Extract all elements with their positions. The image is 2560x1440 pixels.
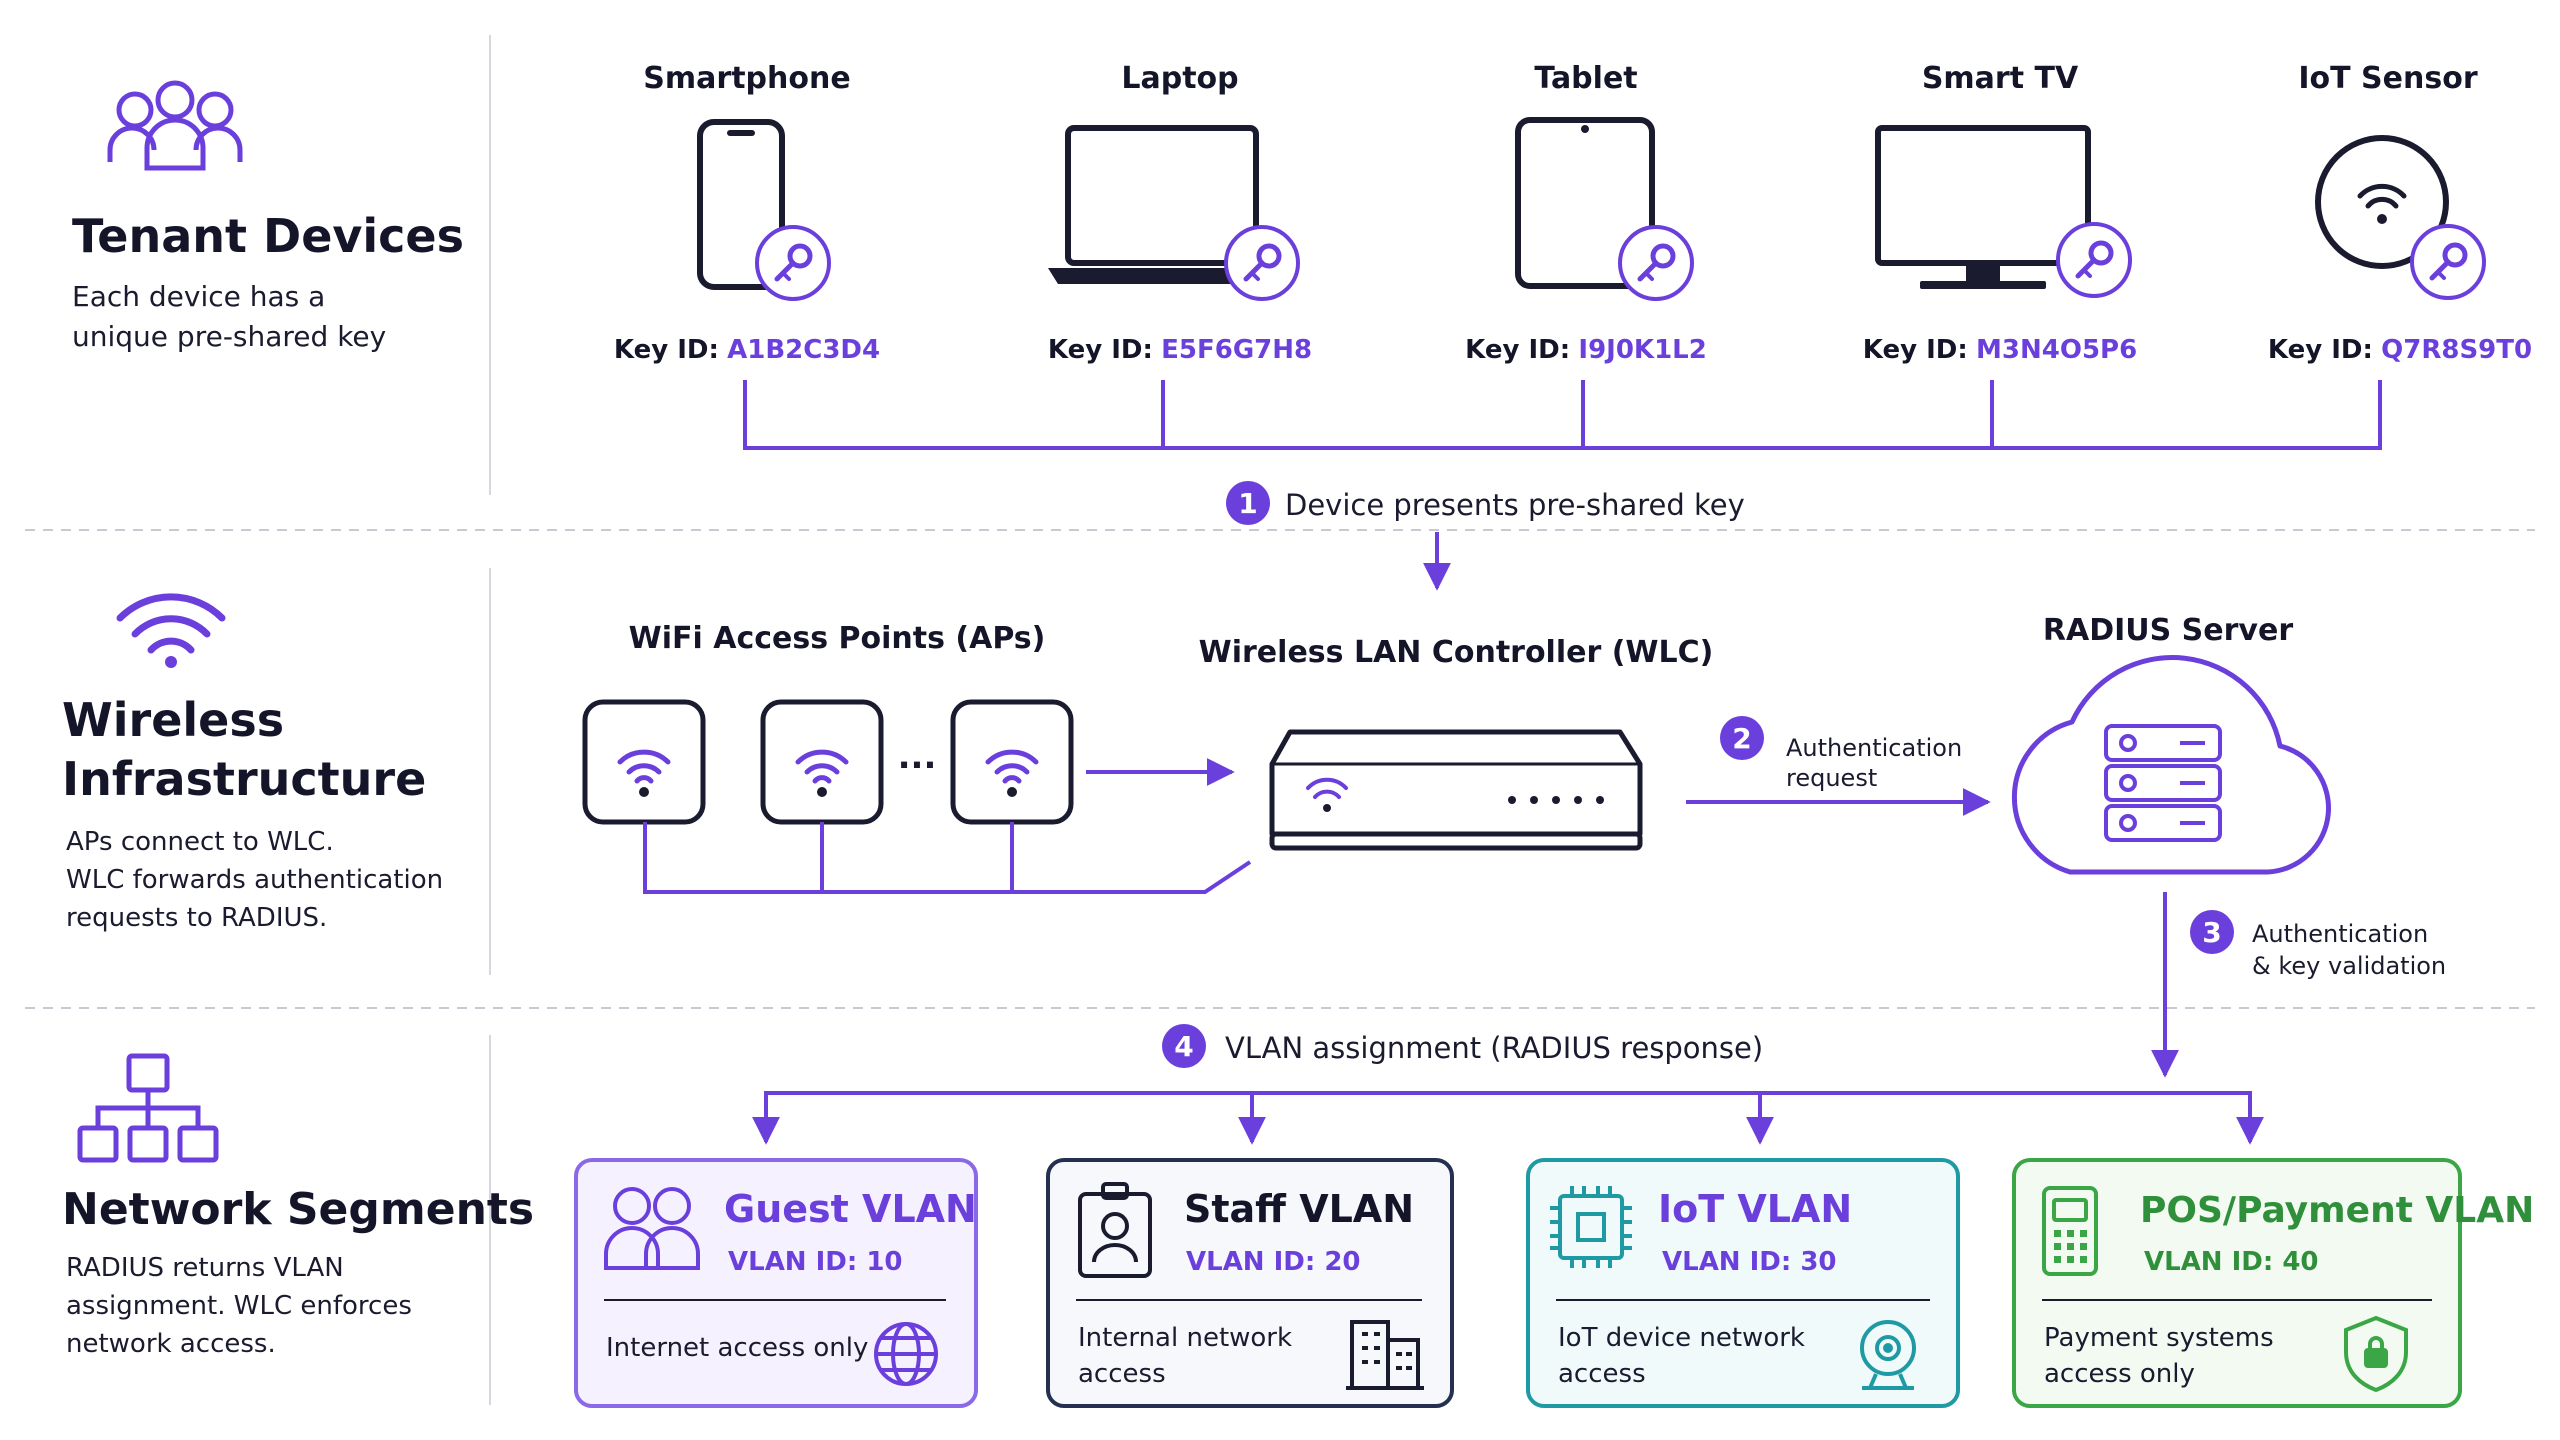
device-smart-tv: Smart TV Key ID: M3N4O5P6 <box>1863 61 2137 365</box>
wireless-title: Wireless <box>62 693 284 747</box>
shield-lock-icon <box>2344 1315 2408 1393</box>
device-iot-sensor: IoT Sensor Key ID: Q7R8S9T0 <box>2268 61 2532 365</box>
server-icon <box>2104 724 2222 842</box>
tablet-icon <box>1515 117 1655 289</box>
key-icon <box>2412 226 2484 298</box>
users-icon <box>107 80 243 171</box>
sensor-icon <box>2315 135 2449 269</box>
device-laptop: Laptop Key ID: E5F6G7H8 <box>1048 61 1312 365</box>
ap-ellipsis: ... <box>898 737 937 777</box>
vlan-id: VLAN ID: 20 <box>1186 1247 1361 1277</box>
step-label: request <box>1786 764 1877 792</box>
vlan-title: IoT VLAN <box>1658 1187 1852 1231</box>
svg-text:1: 1 <box>1238 487 1257 520</box>
vlan-desc: Internal network <box>1078 1323 1292 1353</box>
vlan-desc: Payment systems <box>2044 1323 2274 1353</box>
vlan-card-staff: Staff VLAN VLAN ID: 20 Internal network … <box>1046 1158 1454 1408</box>
device-bus-connector <box>743 380 2382 450</box>
vlan-title: Staff VLAN <box>1184 1187 1414 1231</box>
wireless-desc: requests to RADIUS. <box>66 903 327 933</box>
network-tree-icon <box>77 1053 219 1163</box>
wifi-icon <box>1306 777 1348 812</box>
wireless-title: Infrastructure <box>62 752 426 806</box>
aps-label: WiFi Access Points (APs) <box>629 621 1046 656</box>
step-label: Device presents pre-shared key <box>1285 488 1745 522</box>
vlan-desc: access <box>1078 1359 1166 1389</box>
device-key: Key ID: I9J0K1L2 <box>1465 335 1707 365</box>
users-icon <box>604 1187 700 1270</box>
key-icon <box>2058 224 2130 296</box>
vlan-title: POS/Payment VLAN <box>2140 1190 2534 1231</box>
network-desc: RADIUS returns VLAN <box>66 1253 344 1283</box>
step-label: VLAN assignment (RADIUS response) <box>1225 1031 1763 1065</box>
device-name: Smart TV <box>1922 61 2079 96</box>
svg-text:3: 3 <box>2202 916 2221 949</box>
network-title: Network Segments <box>62 1184 534 1235</box>
wifi-icon <box>116 593 226 668</box>
step-1: 1 Device presents pre-shared key <box>1226 481 1745 525</box>
id-badge-icon <box>1078 1182 1152 1278</box>
device-key: Key ID: E5F6G7H8 <box>1048 335 1312 365</box>
network-desc: assignment. WLC enforces <box>66 1291 412 1321</box>
vlan-card-guest: Guest VLAN VLAN ID: 10 Internet access o… <box>574 1158 978 1408</box>
vlan-id: VLAN ID: 40 <box>2144 1247 2319 1277</box>
radius-label: RADIUS Server <box>2043 613 2293 648</box>
tenant-title: Tenant Devices <box>72 209 464 263</box>
vlan-card-iot: IoT VLAN VLAN ID: 30 IoT device network … <box>1526 1158 1960 1408</box>
vlan-desc: access <box>1558 1359 1646 1389</box>
key-icon <box>757 227 829 299</box>
wireless-desc: WLC forwards authentication <box>66 865 443 895</box>
vlan-desc: IoT device network <box>1558 1323 1805 1353</box>
vlan-desc: Internet access only <box>606 1333 868 1363</box>
vlan-desc: access only <box>2044 1359 2195 1389</box>
pos-terminal-icon <box>2042 1186 2098 1276</box>
tenant-desc: unique pre-shared key <box>72 320 386 353</box>
device-name: IoT Sensor <box>2298 61 2477 96</box>
laptop-icon <box>1048 125 1276 284</box>
device-tablet: Tablet Key ID: I9J0K1L2 <box>1465 61 1707 365</box>
device-name: Smartphone <box>643 61 850 96</box>
key-icon <box>1620 227 1692 299</box>
step-label: & key validation <box>2252 952 2446 980</box>
vlan-title: Guest VLAN <box>724 1187 977 1231</box>
device-name: Tablet <box>1534 61 1637 96</box>
key-icon <box>1226 227 1298 299</box>
vlan-card-pos: POS/Payment VLAN VLAN ID: 40 Payment sys… <box>2012 1158 2534 1408</box>
device-name: Laptop <box>1121 61 1238 96</box>
smartphone-icon <box>697 119 785 290</box>
step-3: 3 Authentication & key validation <box>2190 910 2446 980</box>
access-point <box>950 699 1074 825</box>
device-key: Key ID: Q7R8S9T0 <box>2268 335 2532 365</box>
step-label: Authentication <box>1786 734 1962 762</box>
chip-icon <box>1550 1186 1632 1268</box>
vlan-distribution-connector <box>752 1091 2264 1145</box>
tv-icon <box>1875 125 2091 289</box>
building-icon <box>1346 1320 1424 1390</box>
access-point <box>582 699 706 825</box>
vlan-id: VLAN ID: 10 <box>728 1247 903 1277</box>
globe-icon <box>874 1322 938 1386</box>
ap-uplink-connector <box>643 822 1252 894</box>
status-lights <box>1508 796 1604 804</box>
step-2: 2 Authentication request <box>1720 716 1962 792</box>
access-point <box>760 699 884 825</box>
svg-text:4: 4 <box>1174 1030 1193 1063</box>
step-label: Authentication <box>2252 920 2428 948</box>
device-key: Key ID: A1B2C3D4 <box>614 335 880 365</box>
svg-text:2: 2 <box>1732 722 1751 755</box>
vlan-id: VLAN ID: 30 <box>1662 1247 1837 1277</box>
radius-cloud-icon <box>2011 655 2331 875</box>
wlc-label: Wireless LAN Controller (WLC) <box>1199 635 1714 670</box>
device-key: Key ID: M3N4O5P6 <box>1863 335 2137 365</box>
tenant-desc: Each device has a <box>72 280 325 313</box>
wireless-desc: APs connect to WLC. <box>66 827 334 857</box>
device-smartphone: Smartphone Key ID: A1B2C3D4 <box>614 61 880 365</box>
wlc-device <box>1269 729 1643 851</box>
camera-icon <box>1860 1320 1916 1390</box>
step-4: 4 VLAN assignment (RADIUS response) <box>1162 1024 1763 1068</box>
network-desc: network access. <box>66 1329 276 1359</box>
